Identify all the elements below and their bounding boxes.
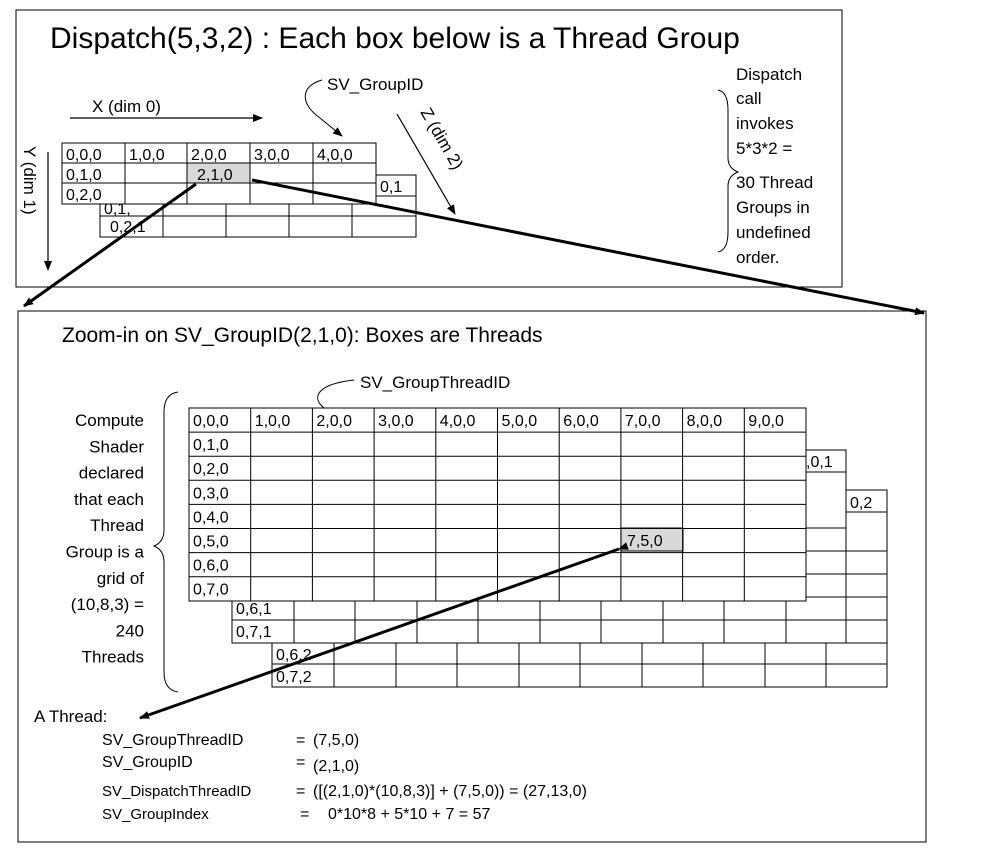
- thread-label: 0,1,0: [193, 437, 229, 454]
- thread-id-callout-line: [317, 379, 355, 425]
- group-label-back-2: 0,2,1: [110, 219, 146, 236]
- group-row-labels: 0,0,0 1,0,0 2,0,0 3,0,0 4,0,0 0,1,0 0,2,…: [66, 147, 353, 204]
- thread-field-value: (2,1,0): [313, 758, 359, 775]
- thread-field-value: 0*10*8 + 5*10 + 7 = 57: [328, 806, 490, 823]
- group-id-callout-line: [304, 79, 343, 137]
- svg-text:invokes: invokes: [736, 114, 794, 133]
- y-axis-label: Y (dim 1): [20, 146, 39, 215]
- group-label: 2,0,0: [191, 147, 227, 164]
- dispatch-panel: [15, 9, 843, 288]
- thread-field-eq: =: [296, 732, 305, 749]
- thread-field-eq: =: [296, 754, 305, 771]
- thread-label: 0,5,0: [193, 534, 229, 551]
- svg-text:Groups in: Groups in: [736, 198, 810, 217]
- zoom-title: Zoom-in on SV_GroupID(2,1,0): Boxes are …: [62, 324, 543, 347]
- group-grid-lines-z0: [62, 143, 376, 204]
- thread-field-eq: =: [300, 806, 309, 823]
- group-label: 0,2,0: [66, 187, 102, 204]
- svg-text:Dispatch: Dispatch: [736, 65, 802, 84]
- zoom-note-line: grid of: [97, 569, 145, 588]
- thread-label: 0,7,0: [193, 582, 229, 599]
- svg-text:undefined: undefined: [736, 223, 811, 242]
- selected-thread-label: 7,5,0: [627, 533, 663, 550]
- z-axis-arrow: [396, 113, 456, 215]
- thread-label: 9,0,0: [748, 413, 784, 430]
- thread-details: SV_GroupThreadID = (7,5,0) SV_GroupID = (2,1,…: [102, 732, 587, 823]
- group-label: 0,0,0: [66, 147, 102, 164]
- thread-label: 2,0,0: [316, 413, 352, 430]
- zoom-note-line: Compute: [75, 411, 144, 430]
- thread-label: 0,0,0: [193, 413, 229, 430]
- thread-label-z1: 0,6,1: [236, 601, 272, 618]
- thread-label: 1,0,0: [255, 413, 291, 430]
- thread-label: 3,0,0: [378, 413, 414, 430]
- thread-label-z1: 0,7,1: [236, 624, 272, 641]
- zoom-arrow-left: [23, 182, 197, 308]
- thread-label-z2: 0,7,2: [276, 669, 312, 686]
- svg-text:call: call: [736, 89, 762, 108]
- thread-field-value: (7,5,0): [313, 732, 359, 749]
- thread-id-callout-label: SV_GroupThreadID: [360, 373, 510, 392]
- thread-heading: A Thread:: [34, 707, 107, 726]
- thread-edge-label-z2: 0,2: [850, 495, 872, 512]
- svg-text:order.: order.: [736, 248, 779, 267]
- zoom-panel: [17, 310, 927, 843]
- thread-field-name: SV_GroupThreadID: [102, 732, 243, 749]
- thread-label: 0,3,0: [193, 485, 229, 502]
- thread-label-z2: 0,6,2: [276, 647, 312, 664]
- dispatch-note-brace: [717, 89, 740, 253]
- thread-label: 7,0,0: [625, 413, 661, 430]
- group-label: 3,0,0: [254, 147, 290, 164]
- svg-text:5*3*2 =: 5*3*2 =: [736, 139, 792, 158]
- thread-row-labels: 0,1,0 0,2,0 0,3,0 0,4,0 0,5,0 0,6,0 0,7,0: [193, 437, 229, 599]
- thread-field-name: SV_GroupID: [102, 754, 193, 771]
- zoom-note-line: Shader: [89, 437, 144, 456]
- zoom-note-line: Thread: [90, 516, 144, 535]
- group-id-callout-label: SV_GroupID: [327, 75, 423, 94]
- group-label-mid: 0,1: [380, 179, 402, 196]
- zoom-note-brace: [152, 391, 179, 693]
- thread-label: 0,6,0: [193, 558, 229, 575]
- x-axis-label: X (dim 0): [92, 97, 161, 116]
- svg-text:30 Thread: 30 Thread: [736, 173, 813, 192]
- thread-label: 4,0,0: [440, 413, 476, 430]
- thread-label: 8,0,0: [687, 413, 723, 430]
- thread-arrow: [139, 542, 629, 720]
- z-axis-label: Z (dim 2): [417, 105, 467, 173]
- thread-label: 6,0,0: [563, 413, 599, 430]
- group-label: 1,0,0: [129, 147, 165, 164]
- group-label: 0,1,0: [66, 167, 102, 184]
- thread-field-name: SV_GroupIndex: [102, 806, 209, 823]
- zoom-note-line: 240: [116, 621, 144, 640]
- thread-field-eq: =: [296, 783, 305, 800]
- thread-label: 5,0,0: [502, 413, 538, 430]
- zoom-arrow-right: [251, 178, 925, 316]
- group-label-back-1: 0,1,: [104, 201, 131, 218]
- thread-field-value: ([(2,1,0)*(10,8,3)] + (7,5,0)) = (27,13,…: [313, 783, 587, 800]
- thread-grid-lines-z0: [189, 408, 806, 601]
- thread-label: 0,4,0: [193, 509, 229, 526]
- selected-group-label: 2,1,0: [197, 167, 233, 184]
- dispatch-title: Dispatch(5,3,2) : Each box below is a Th…: [50, 22, 740, 55]
- thread-label: 0,2,0: [193, 461, 229, 478]
- zoom-note-line: Threads: [82, 648, 144, 667]
- zoom-note-line: declared: [79, 464, 144, 483]
- zoom-note-line: Group is a: [66, 543, 145, 562]
- thread-edge-label-z1: ,0,1: [806, 454, 833, 471]
- thread-field-name: SV_DispatchThreadID: [102, 783, 251, 800]
- zoom-note-line: that each: [74, 490, 144, 509]
- thread-col-labels: 0,0,0 1,0,0 2,0,0 3,0,0 4,0,0 5,0,0 6,0,0 7,0,0…: [193, 413, 784, 430]
- zoom-note-line: (10,8,3) =: [71, 595, 144, 614]
- group-label: 4,0,0: [317, 147, 353, 164]
- dispatch-note: Dispatch call invokes 5*3*2 = 30 Thread …: [736, 65, 813, 267]
